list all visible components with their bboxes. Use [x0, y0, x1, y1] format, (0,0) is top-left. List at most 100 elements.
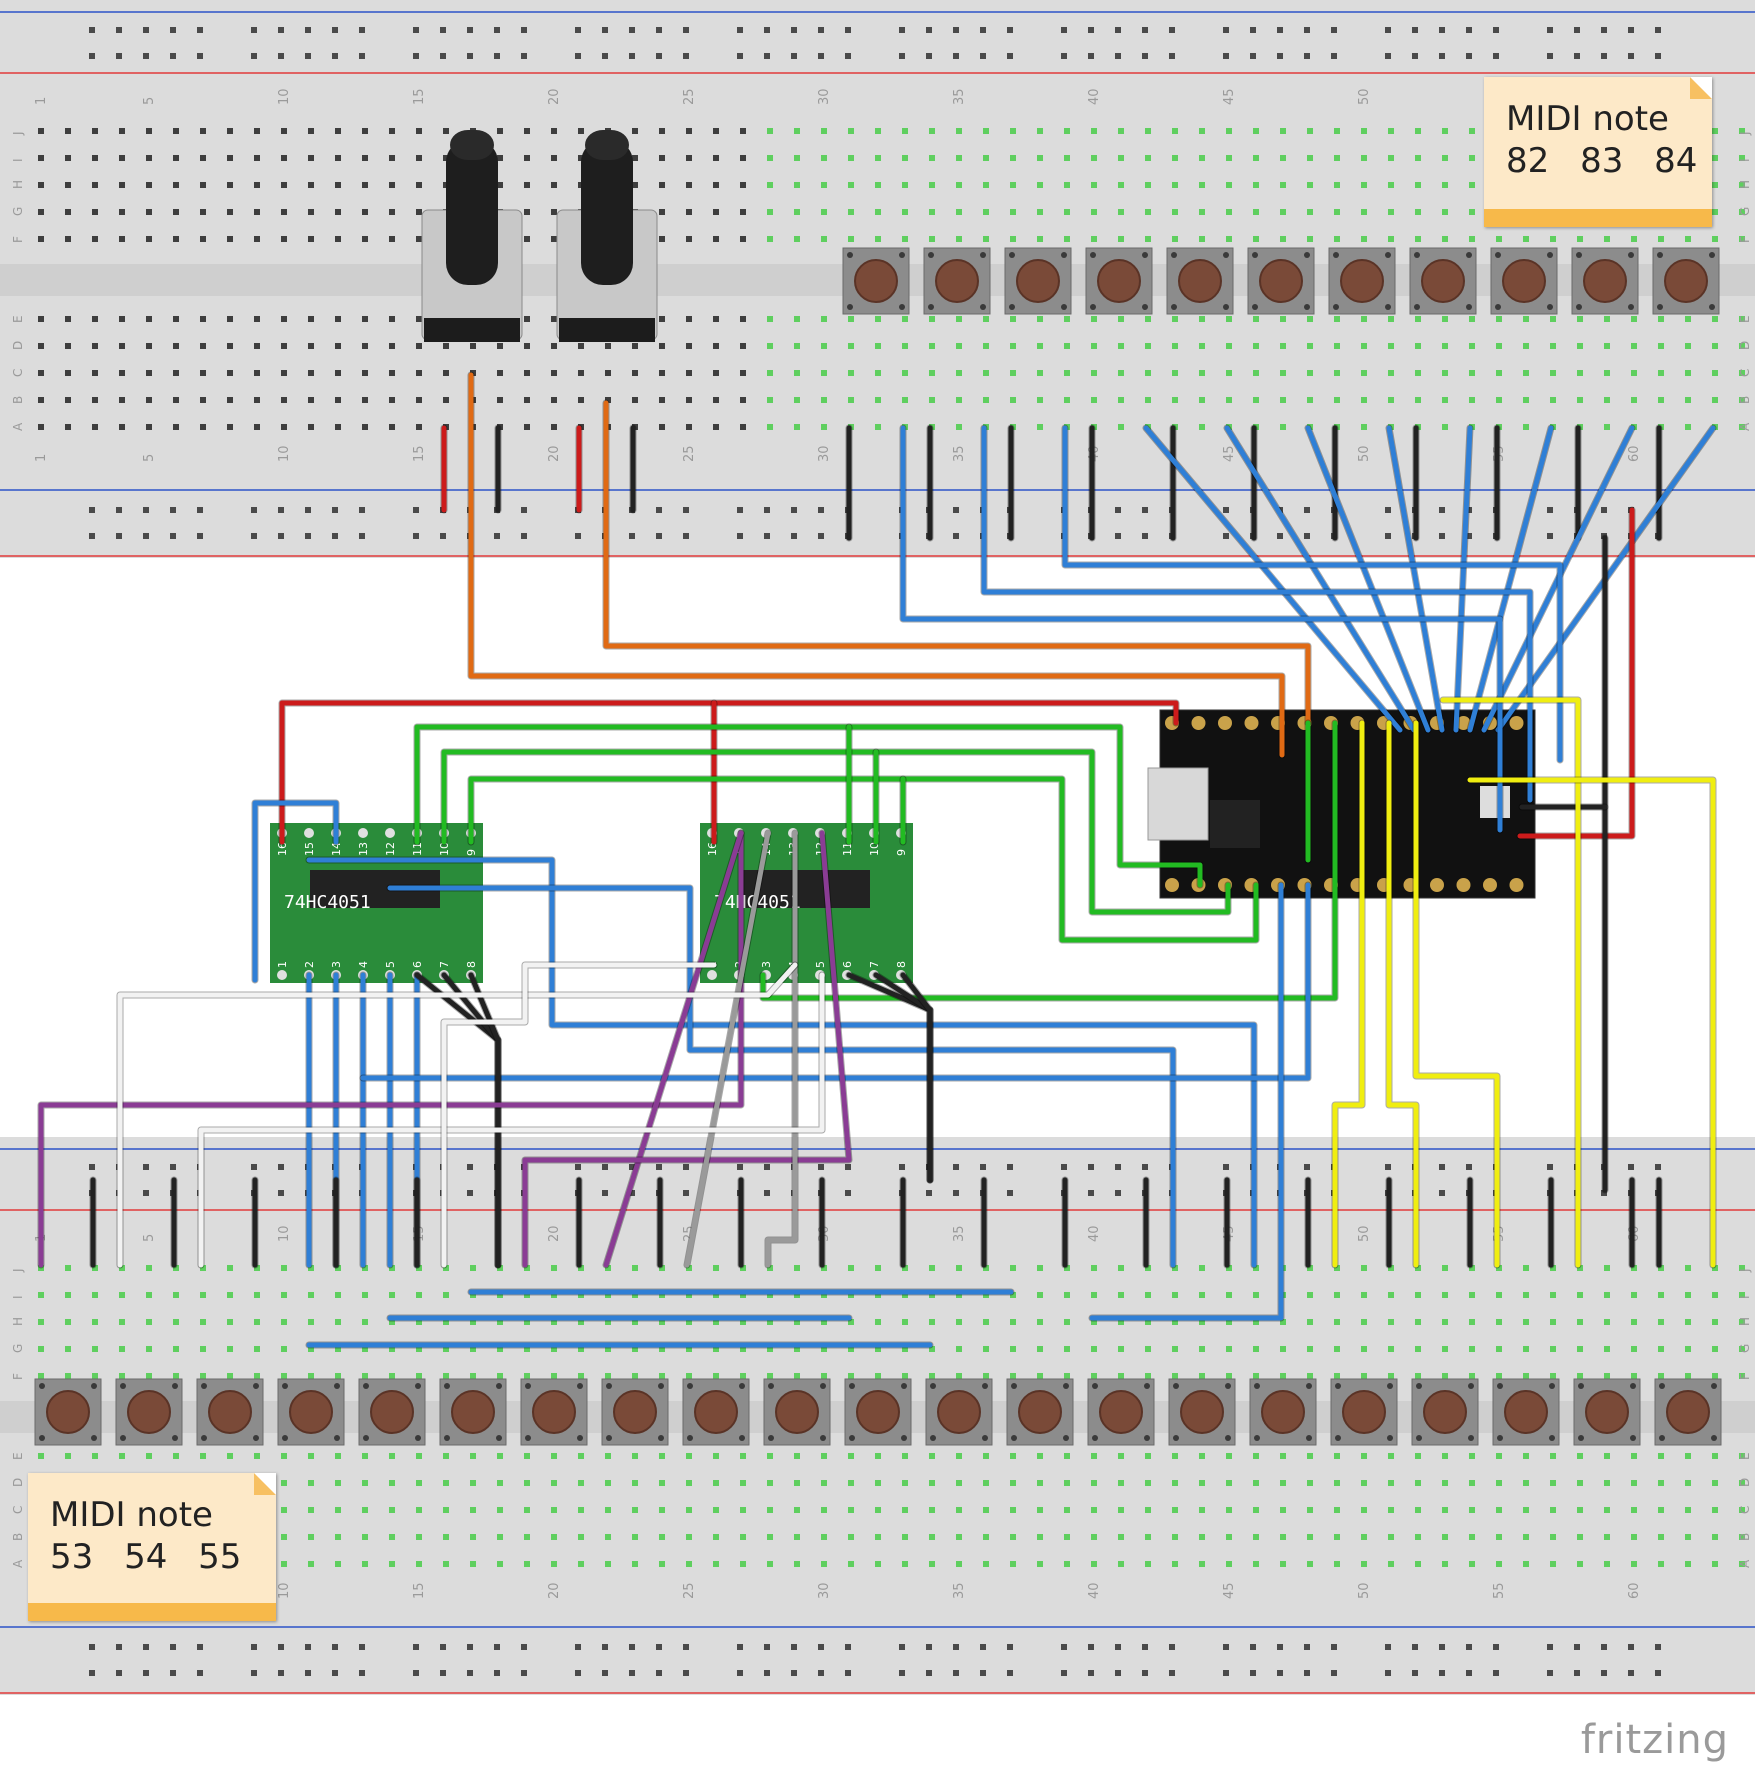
- terminal-hole: [659, 1346, 665, 1352]
- button-pin: [1171, 252, 1177, 258]
- terminal-hole: [1172, 128, 1178, 134]
- button-pin: [1063, 1383, 1069, 1389]
- button-pin: [606, 1383, 612, 1389]
- terminal-hole: [470, 1373, 476, 1379]
- rail-hole: [980, 1670, 986, 1676]
- terminal-hole: [1010, 343, 1016, 349]
- rail-hole: [1277, 53, 1283, 59]
- terminal-hole: [227, 128, 233, 134]
- terminal-hole: [524, 424, 530, 430]
- terminal-hole: [443, 370, 449, 376]
- terminal-hole: [1631, 236, 1637, 242]
- rail-hole: [629, 1670, 635, 1676]
- terminal-hole: [1388, 1346, 1394, 1352]
- terminal-hole: [1496, 1319, 1502, 1325]
- wire: [1412, 719, 1501, 1269]
- chip-pin-label: 12: [384, 842, 397, 856]
- column-number: 55: [1492, 1582, 1507, 1599]
- terminal-hole: [1334, 1292, 1340, 1298]
- terminal-hole: [902, 1480, 908, 1486]
- terminal-hole: [1469, 1507, 1475, 1513]
- terminal-hole: [1361, 316, 1367, 322]
- terminal-hole: [1523, 1346, 1529, 1352]
- terminal-hole: [281, 370, 287, 376]
- terminal-hole: [1631, 343, 1637, 349]
- rail-hole: [413, 1644, 419, 1650]
- terminal-hole: [1712, 209, 1718, 215]
- terminal-hole: [1523, 316, 1529, 322]
- push-button: [277, 1378, 345, 1446]
- terminal-hole: [443, 1561, 449, 1567]
- terminal-hole: [686, 128, 692, 134]
- terminal-hole: [875, 1319, 881, 1325]
- terminal-hole: [1334, 209, 1340, 215]
- terminal-hole: [470, 1561, 476, 1567]
- terminal-hole: [1091, 370, 1097, 376]
- button-cap: [935, 259, 979, 303]
- terminal-hole: [1604, 397, 1610, 403]
- terminal-hole: [1739, 343, 1745, 349]
- terminal-hole: [524, 1346, 530, 1352]
- terminal-hole: [767, 1507, 773, 1513]
- terminal-hole: [1739, 1507, 1745, 1513]
- terminal-hole: [821, 236, 827, 242]
- rail-hole: [116, 27, 122, 33]
- terminal-hole: [1145, 316, 1151, 322]
- rail-hole: [1250, 1644, 1256, 1650]
- terminal-hole: [281, 343, 287, 349]
- push-button: [358, 1378, 426, 1446]
- row-letter: I: [1738, 1295, 1752, 1299]
- button-cap: [451, 1390, 495, 1434]
- terminal-hole: [362, 1507, 368, 1513]
- terminal-hole: [1523, 1265, 1529, 1271]
- wire-core: [1386, 425, 1445, 733]
- terminal-hole: [929, 397, 935, 403]
- terminal-hole: [416, 1453, 422, 1459]
- terminal-hole: [794, 370, 800, 376]
- wire: [1142, 424, 1404, 734]
- terminal-hole: [1685, 397, 1691, 403]
- rail-hole: [116, 1670, 122, 1676]
- terminal-hole: [821, 343, 827, 349]
- terminal-hole: [1496, 1480, 1502, 1486]
- terminal-hole: [1280, 1373, 1286, 1379]
- terminal-hole: [470, 1346, 476, 1352]
- button-pin: [444, 1435, 450, 1441]
- rail-hole: [764, 1190, 770, 1196]
- terminal-hole: [848, 343, 854, 349]
- terminal-hole: [281, 1534, 287, 1540]
- terminal-hole: [1226, 1480, 1232, 1486]
- terminal-hole: [227, 343, 233, 349]
- terminal-hole: [1145, 209, 1151, 215]
- rail-hole: [1655, 1644, 1661, 1650]
- row-letter: D: [11, 341, 25, 350]
- terminal-hole: [794, 1453, 800, 1459]
- terminal-hole: [308, 1453, 314, 1459]
- terminal-hole: [1361, 128, 1367, 134]
- terminal-hole: [821, 1346, 827, 1352]
- terminal-hole: [200, 209, 206, 215]
- terminal-hole: [902, 397, 908, 403]
- terminal-hole: [254, 424, 260, 430]
- rail-hole: [467, 1164, 473, 1170]
- terminal-hole: [1604, 1373, 1610, 1379]
- pot-knob-top: [450, 130, 494, 160]
- terminal-hole: [686, 1373, 692, 1379]
- terminal-hole: [1604, 1561, 1610, 1567]
- terminal-hole: [1253, 209, 1259, 215]
- rail-hole: [683, 533, 689, 539]
- terminal-hole: [1118, 316, 1124, 322]
- rail-hole: [143, 1670, 149, 1676]
- terminal-hole: [119, 343, 125, 349]
- terminal-hole: [1415, 1561, 1421, 1567]
- rail-hole: [764, 1670, 770, 1676]
- wire: [899, 971, 934, 1184]
- rail-hole: [467, 1644, 473, 1650]
- rail-hole: [1493, 1670, 1499, 1676]
- rail-hole: [1250, 53, 1256, 59]
- rail-hole: [89, 1644, 95, 1650]
- terminal-hole: [92, 424, 98, 430]
- column-number: 35: [952, 1582, 967, 1599]
- terminal-hole: [740, 209, 746, 215]
- rail-hole: [1277, 1670, 1283, 1676]
